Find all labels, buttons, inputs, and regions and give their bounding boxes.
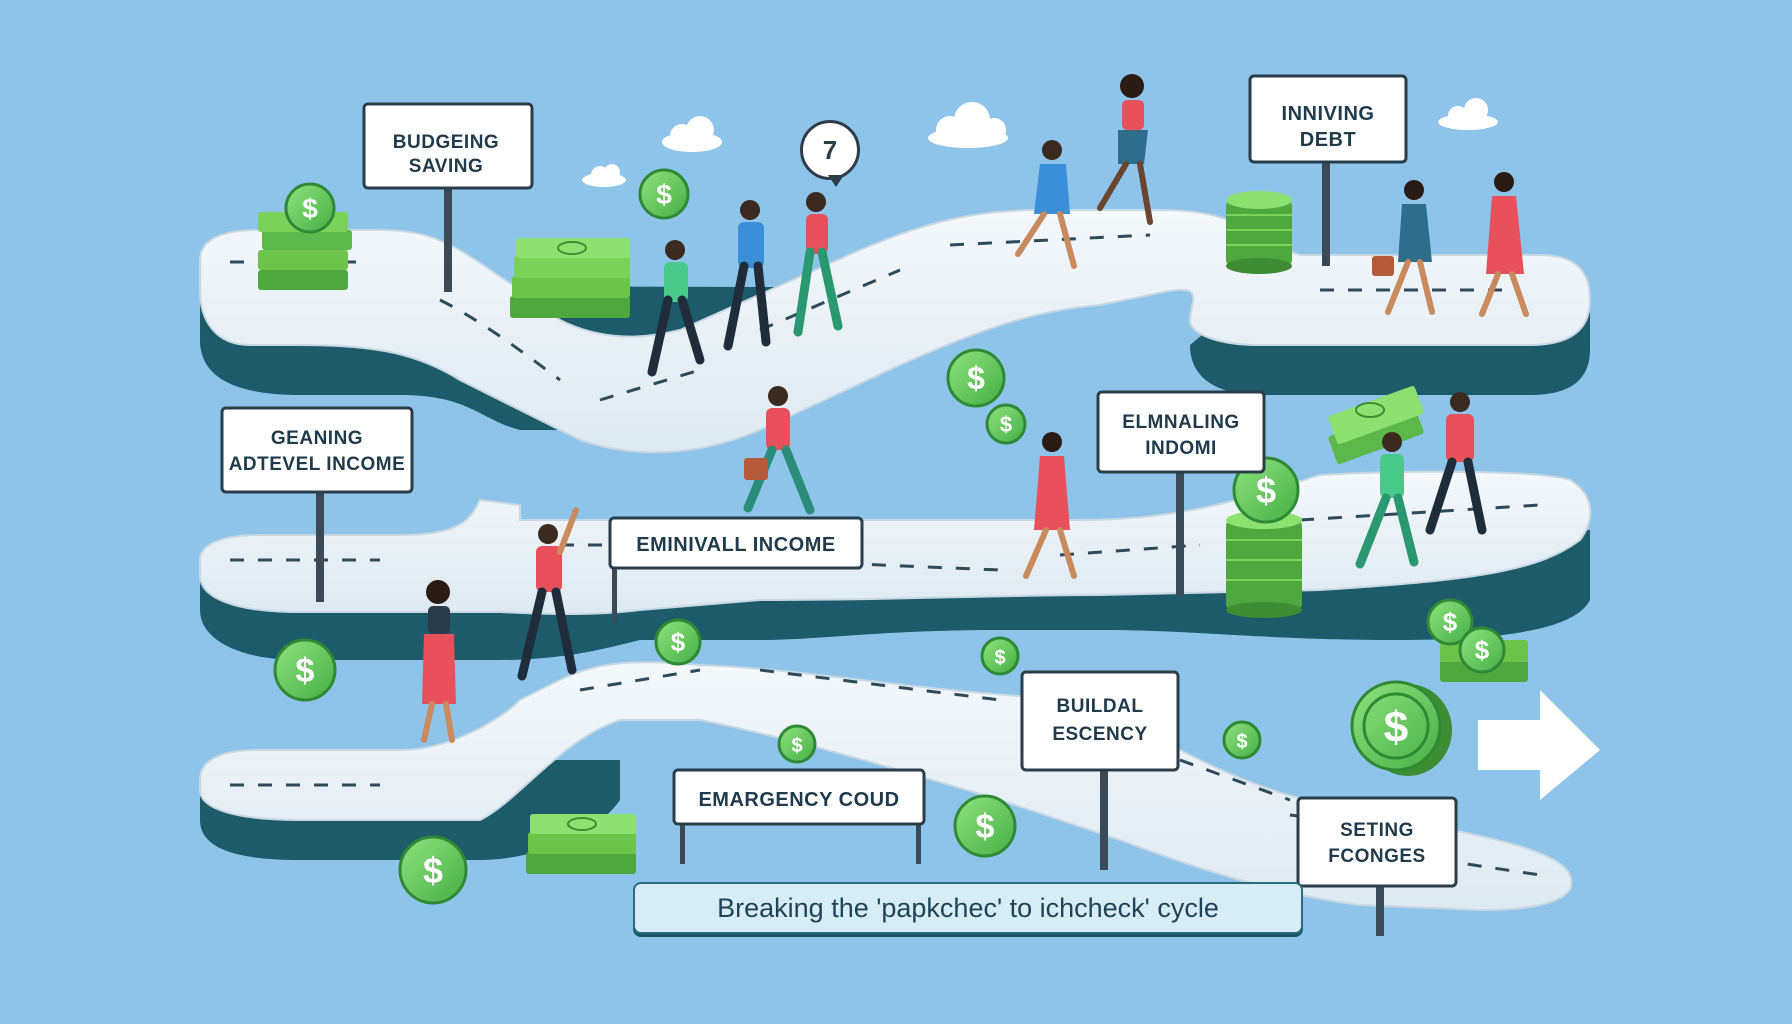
cloud-icon [582, 164, 626, 187]
sign-line: GEANING [271, 428, 363, 449]
dollar-coin-icon: $ [638, 168, 690, 220]
caption-text: Breaking the 'papkchec' to ichcheck' cyc… [717, 892, 1219, 923]
dollar-coin-icon: $ [654, 618, 702, 666]
speech-bubble-tail [828, 175, 844, 187]
svg-text:$: $ [1256, 470, 1276, 511]
walking-person [1479, 172, 1529, 317]
walking-person [1425, 392, 1487, 535]
clouds [582, 98, 1498, 187]
sign-line: ESCENCY [1052, 724, 1147, 745]
sign-emergency-fund: EMARGENCY COUD [672, 768, 926, 864]
caption-banner: Breaking the 'papkchec' to ichcheck' cyc… [633, 882, 1303, 934]
svg-text:$: $ [994, 647, 1005, 669]
road-lower [199, 661, 1573, 912]
dollar-coin-icon: $ [1350, 680, 1452, 776]
money-stack-icon [1328, 386, 1424, 464]
walking-person [1355, 432, 1419, 569]
sign-eminivall-income: EMINIVALL INCOME [608, 516, 864, 622]
sign-line: BUILDAL [1057, 696, 1144, 717]
dollar-coin-icon: $ [1222, 720, 1262, 760]
dollar-coin-icon: $ [980, 636, 1020, 676]
walking-person [1097, 74, 1153, 225]
coin-stack-icon [1226, 511, 1302, 618]
money-stack-icon [526, 814, 636, 874]
svg-text:$: $ [302, 193, 318, 224]
cloud-icon [1438, 98, 1498, 130]
sign-line: INNIVING [1282, 103, 1375, 125]
svg-text:$: $ [423, 850, 443, 891]
walking-person [421, 580, 456, 743]
sign-line: SETING [1340, 820, 1414, 841]
speech-bubble: 7 [800, 120, 860, 180]
svg-text:$: $ [1443, 607, 1458, 637]
walking-person [517, 507, 579, 681]
svg-text:$: $ [1000, 412, 1012, 437]
sign-line: EMARGENCY COUD [698, 789, 899, 811]
walking-person [743, 386, 815, 515]
money-stack-icon [510, 238, 630, 318]
svg-text:$: $ [1475, 635, 1490, 665]
sign-gaining-income: GEANING ADTEVEL INCOME [220, 406, 414, 602]
dollar-coin-icon: $ [273, 638, 337, 702]
dollar-coin-icon: $ [284, 182, 336, 234]
dollar-coin-icon: $ [953, 794, 1017, 858]
sign-setting-goals: SETING FCONGES [1296, 796, 1458, 936]
dollar-coin-icon: $ [777, 724, 817, 764]
walking-person [793, 192, 843, 337]
svg-text:$: $ [1236, 731, 1247, 753]
sign-line: SAVING [409, 156, 483, 177]
sign-line: ADTEVEL INCOME [229, 454, 406, 475]
svg-text:$: $ [296, 652, 315, 690]
sign-budgeting-saving: BUDGEING SAVING [362, 102, 534, 292]
cloud-icon [662, 116, 722, 152]
dollar-coin-icon: $ [1232, 456, 1300, 524]
sign-line: DEBT [1300, 129, 1356, 151]
sign-line: FCONGES [1328, 846, 1425, 867]
sign-line: INDOMI [1145, 438, 1217, 459]
sign-line: EMINIVALL INCOME [636, 534, 835, 556]
dollar-coin-icon: $ [946, 348, 1006, 408]
dollar-coin-icon: $ [985, 403, 1027, 445]
sign-investing-debt: INNIVING DEBT [1248, 74, 1408, 266]
dollar-coin-icon: $ [1458, 626, 1506, 674]
arrow-right-icon [1478, 690, 1600, 800]
walking-person [723, 200, 771, 351]
bubble-number: 7 [822, 134, 838, 165]
svg-text:$: $ [976, 808, 995, 846]
svg-text:$: $ [967, 360, 985, 396]
walking-person [647, 240, 705, 377]
dollar-coin-icon: $ [398, 835, 468, 905]
dollar-coin-icon: $ [1426, 598, 1474, 646]
svg-text:$: $ [791, 735, 802, 757]
svg-text:$: $ [656, 179, 672, 210]
sign-eliminating: ELMNALING INDOMI [1096, 390, 1266, 596]
coin-stack-icon [1226, 191, 1292, 274]
svg-text:$: $ [1384, 703, 1408, 752]
sign-line: BUDGEING [393, 132, 499, 153]
cloud-icon [928, 102, 1008, 148]
walking-person [1372, 180, 1435, 315]
walking-person [1023, 432, 1077, 579]
sign-line: ELMNALING [1122, 412, 1239, 433]
svg-text:$: $ [671, 627, 686, 657]
sign-building-escency: BUILDAL ESCENCY [1020, 670, 1180, 870]
walking-person [1015, 140, 1077, 269]
